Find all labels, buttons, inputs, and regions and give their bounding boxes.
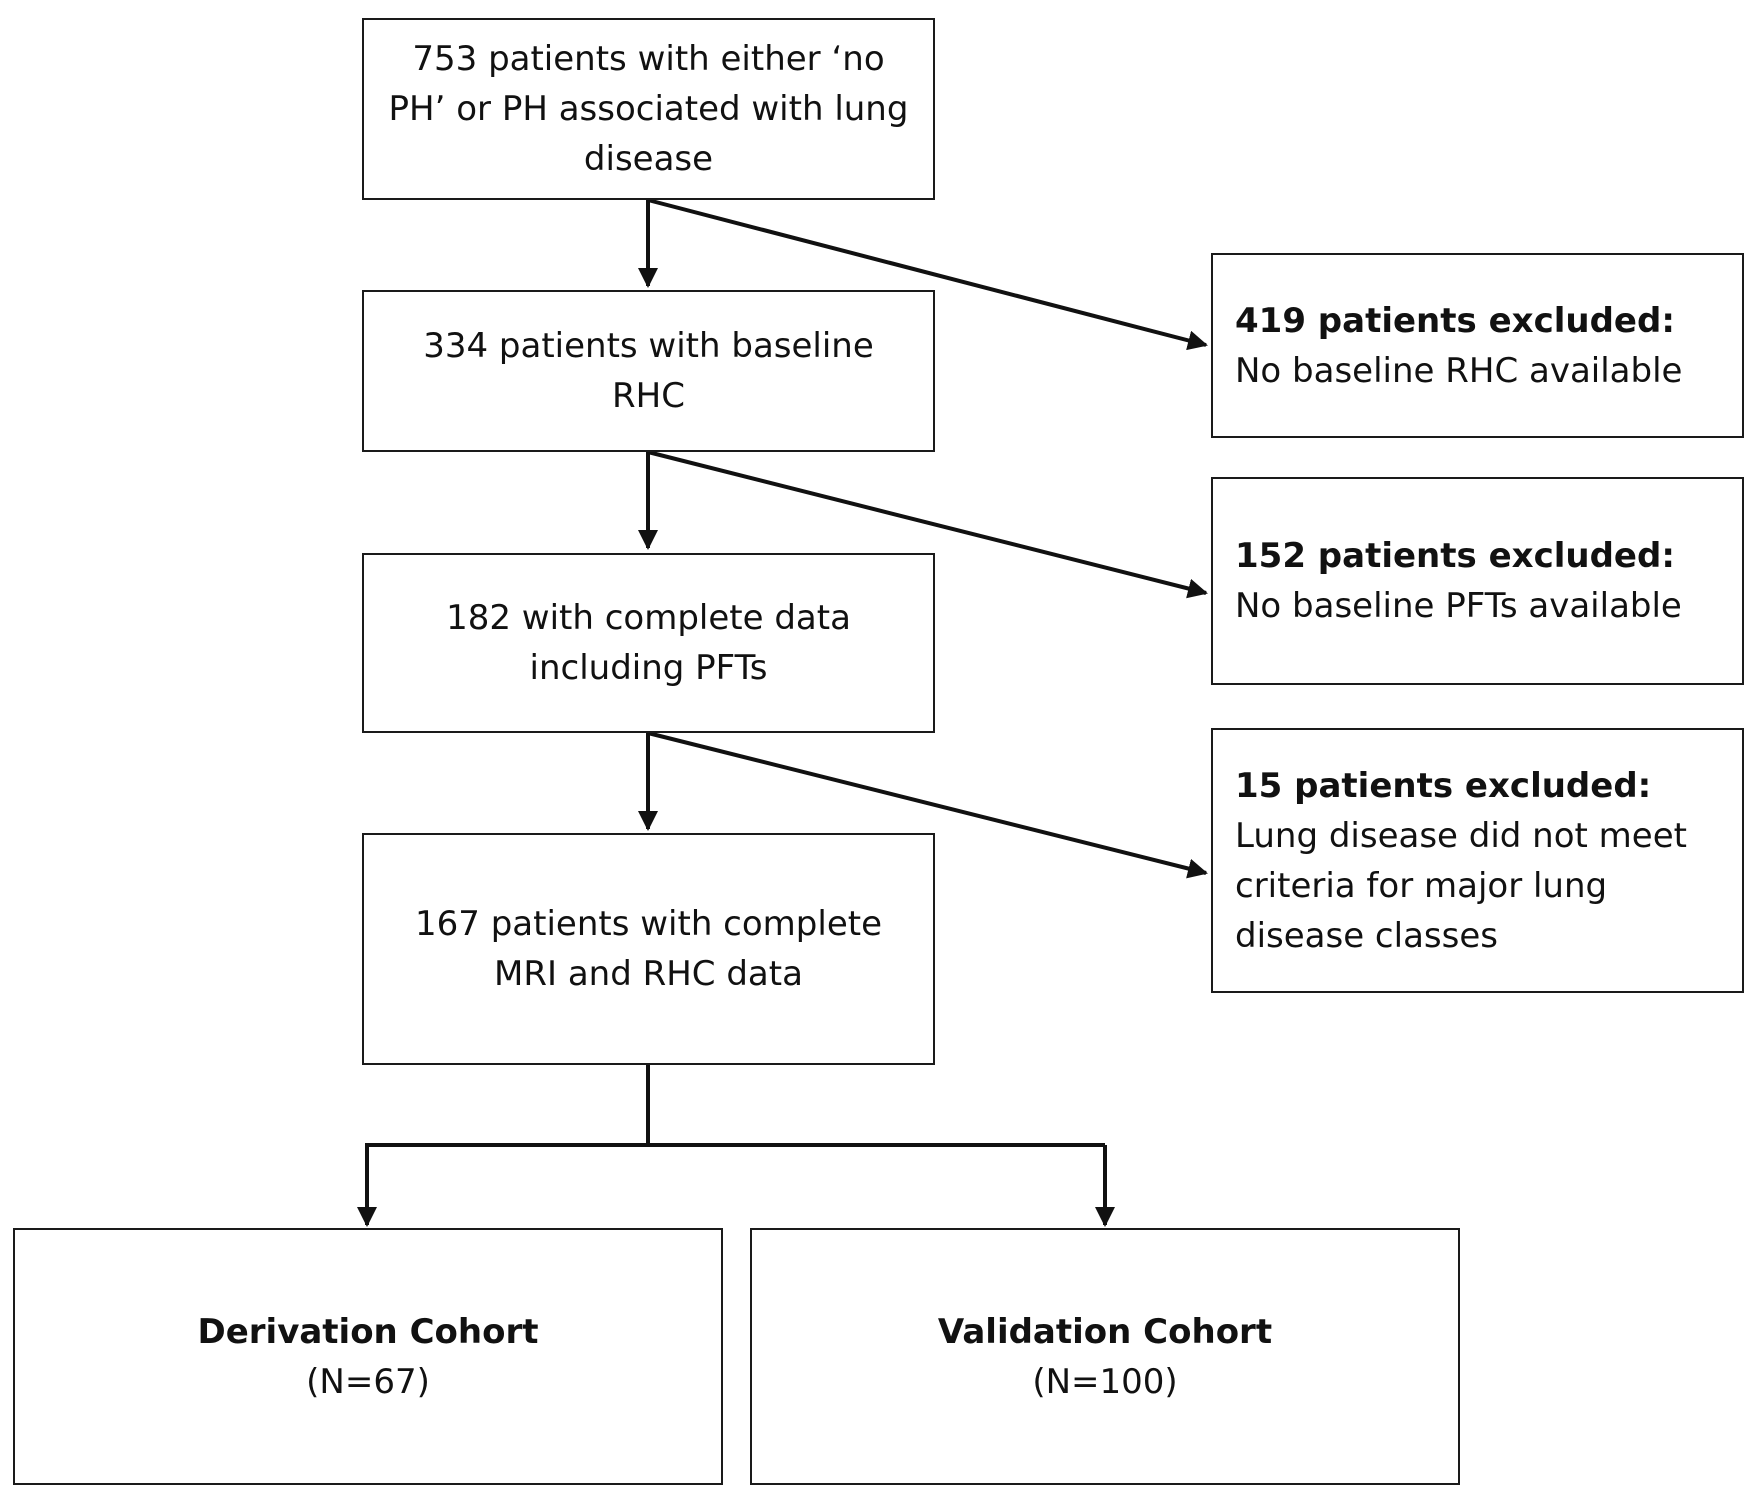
- step-167-text: 167 patients with complete MRI and RHC d…: [415, 904, 882, 994]
- exclusion-reason: No baseline PFTs available: [1235, 586, 1682, 626]
- exclusion-heading: 152 patients excluded:: [1235, 536, 1675, 576]
- step-182-patients: 182 with complete data including PFTs: [362, 553, 935, 733]
- exclusion-box-152: 152 patients excluded: No baseline PFTs …: [1211, 477, 1744, 685]
- step-182-text: 182 with complete data including PFTs: [446, 598, 851, 688]
- derivation-cohort-box: Derivation Cohort (N=67): [13, 1228, 723, 1485]
- validation-cohort-n: (N=100): [1032, 1361, 1178, 1402]
- derivation-cohort-title: Derivation Cohort: [197, 1311, 539, 1352]
- step-753-patients: 753 patients with either ‘no PH’ or PH a…: [362, 18, 935, 200]
- step-167-patients: 167 patients with complete MRI and RHC d…: [362, 833, 935, 1065]
- derivation-cohort-n: (N=67): [306, 1361, 430, 1402]
- validation-cohort-box: Validation Cohort (N=100): [750, 1228, 1460, 1485]
- exclusion-heading: 419 patients excluded:: [1235, 300, 1675, 341]
- arrow-to-exclusion-2: [647, 450, 1208, 599]
- step-753-text: 753 patients with either ‘no PH’ or PH a…: [388, 39, 909, 179]
- exclusion-heading: 15 patients excluded:: [1235, 765, 1652, 806]
- exclusion-box-419: 419 patients excluded: No baseline RHC a…: [1211, 253, 1744, 438]
- arrow-to-exclusion-3: [647, 731, 1208, 879]
- exclusion-box-15: 15 patients excluded: Lung disease did n…: [1211, 728, 1744, 993]
- validation-cohort-title: Validation Cohort: [937, 1311, 1273, 1352]
- arrow-to-exclusion-1: [647, 198, 1208, 351]
- step-334-text: 334 patients with baseline RHC: [423, 326, 874, 416]
- exclusion-reason: No baseline RHC available: [1235, 350, 1683, 391]
- step-334-patients: 334 patients with baseline RHC: [362, 290, 935, 452]
- exclusion-reason: Lung disease did not meet criteria for m…: [1235, 815, 1687, 956]
